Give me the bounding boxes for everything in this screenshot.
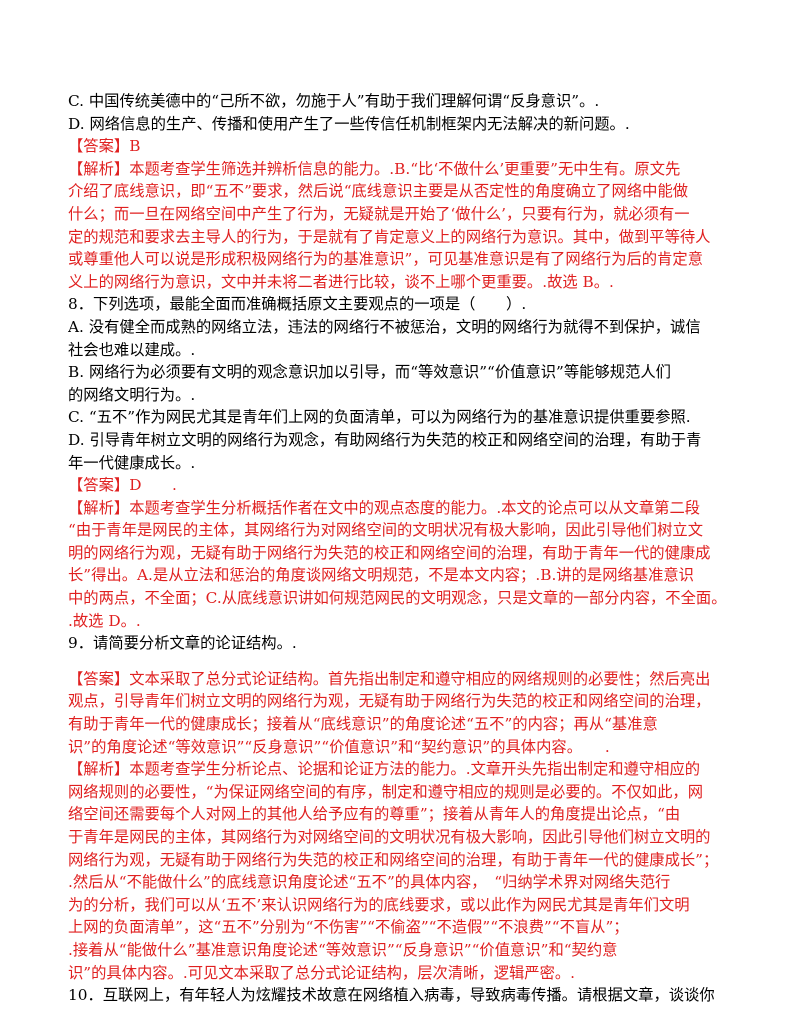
answer-text-line: 什么；而一旦在网络空间中产生了行为，无疑就是开始了‘做什么’，只要有行为，就必须… xyxy=(68,204,690,223)
question-text-line: B. 网络行为必须要有文明的观念意识加以引导，而“等效意识”“价值意识”等能够规… xyxy=(68,363,671,382)
answer-text-line: .接着从“能做什么”基准意识角度论述“等效意识”“反身意识”“价值意识”和“契约… xyxy=(68,940,618,959)
answer-text-line: .然后从“不能做什么”的底线意识角度论述“五不”的具体内容， “归纳学术界对网络… xyxy=(68,873,671,892)
answer-text-line: 长”得出。A.是从立法和惩治的角度谈网络文明规范，不是本文内容；.B.讲的是网络… xyxy=(68,566,694,585)
question-text-line: 社会也难以建成。. xyxy=(68,340,196,359)
answer-text-line: 观点，引导青年们树立文明的网络行为观，无疑有助于网络行为失范的校正和网络空间的治… xyxy=(68,692,711,711)
answer-text-line: 上网的负面清单”，这“五不”分别为“不伤害”“不偷盗”“不造假”“不浪费”“不盲… xyxy=(68,918,629,937)
answer-text-line: 【解析】本题考查学生分析概括作者在文中的观点态度的能力。.本文的论点可以从文章第… xyxy=(68,498,701,517)
answer-text-line: 网络规则的必要性，“为保证网络空间的有序，制定和遵守相应的规则是必要的。不仅如此… xyxy=(68,782,703,801)
question-text-line: 8．下列选项，最能全面而准确概括原文主要观点的一项是（ ）. xyxy=(68,295,527,314)
answer-text-line: 中的两点，不全面；C.从底线意识讲如何规范网民的文明观念，只是文章的一部分内容，… xyxy=(68,589,727,608)
answer-text-line: 介绍了底线意识，即“五不”要求，然后说“底线意识主要是从否定性的角度确立了网络中… xyxy=(68,182,689,201)
question-text-line: D. 引导青年树立文明的网络行为观念，有助网络行为失范的校正和网络空间的治理，有… xyxy=(68,430,702,449)
answer-text-line: 网络行为观，无疑有助于网络行为失范的校正和网络空间的治理，有助于青年一代的健康成… xyxy=(68,850,719,869)
answer-text-line: 【解析】本题考查学生筛选并辨析信息的能力。.B.“比‘不做什么’更重要”无中生有… xyxy=(68,159,681,178)
question-text-line: A. 没有健全而成熟的网络立法，违法的网络行不被惩治，文明的网络行为就得不到保护… xyxy=(68,317,701,336)
question-text-line: C. “五不”作为网民尤其是青年们上网的负面清单，可以为网络行为的基准意识提供重… xyxy=(68,408,691,427)
question-text-line: 年一代健康成长。. xyxy=(68,453,196,472)
answer-text-line: “由于青年是网民的主体，其网络行为对网络空间的文明状况有极大影响，因此引导他们树… xyxy=(68,521,703,540)
answer-text-line: 或尊重他人可以说是形成积极网络行为的基准意识”，可见基准意识是有了网络行为后的肯… xyxy=(68,250,703,269)
answer-text-line: 【答案】B xyxy=(68,137,141,156)
answer-text-line: 识”的具体内容。.可见文本采取了总分式论证结构，层次清晰，逻辑严密。. xyxy=(68,963,576,982)
answer-text-line: 络空间还需要每个人对网上的其他人给予应有的尊重”；接着从青年人的角度提出论点，“… xyxy=(68,805,681,824)
question-text-line: C. 中国传统美德中的“己所不欲，勿施于人”有助于我们理解何谓“反身意识”。. xyxy=(68,92,600,110)
answer-text-line: 明的网络行为观，无疑有助于网络行为失范的校正和网络空间的治理，有助于青年一代的健… xyxy=(68,543,711,562)
document-body: C. 中国传统美德中的“己所不欲，勿施于人”有助于我们理解何谓“反身意识”。. D… xyxy=(68,90,740,1007)
question-text-line: 的网络文明行为。. xyxy=(68,385,196,404)
answer-text-line: 【答案】D . xyxy=(68,476,177,495)
answer-text-line: 识”的角度论述“等效意识”“反身意识”“价值意识”和“契约意识”的具体内容。 . xyxy=(68,737,610,756)
blank-gap xyxy=(68,655,740,668)
answer-text-line: 于青年是网民的主体，其网络行为对网络空间的文明状况有极大影响，因此引导他们树立文… xyxy=(68,828,711,846)
question-text-line: 9．请简要分析文章的论证结构。. xyxy=(68,634,297,653)
answer-text-line: 有助于青年一代的健康成长；接着从“底线意识”的角度论述“五不”的内容；再从“基准… xyxy=(68,715,658,734)
answer-text-line: 义上的网络行为意识，文中并未将二者进行比较，谈不上哪个更重要。.故选 B。. xyxy=(68,272,614,291)
question-text-line: 10．互联网上，有年轻人为炫耀技术故意在网络植入病毒，导致病毒传播。请根据文章，… xyxy=(68,986,715,1005)
answer-text-line: 【答案】文本采取了总分式论证结构。首先指出制定和遵守相应的网络规则的必要性；然后… xyxy=(68,669,711,688)
answer-text-line: 为的分析，我们可以从‘五不’来认识网络行为的底线要求，或以此作为网民尤其是青年们… xyxy=(68,895,690,914)
answer-text-line: 定的规范和要求去主导人的行为，于是就有了肯定意义上的网络行为意识。其中，做到平等… xyxy=(68,227,711,246)
question-text-line: D. 网络信息的生产、传播和使用产生了一些传信任机制框架内无法解决的新问题。. xyxy=(68,114,630,133)
answer-text-line: 【解析】本题考查学生分析论点、论据和论证方法的能力。.文章开头先指出制定和遵守相… xyxy=(68,760,701,779)
answer-text-line: .故选 D。. xyxy=(68,611,141,630)
